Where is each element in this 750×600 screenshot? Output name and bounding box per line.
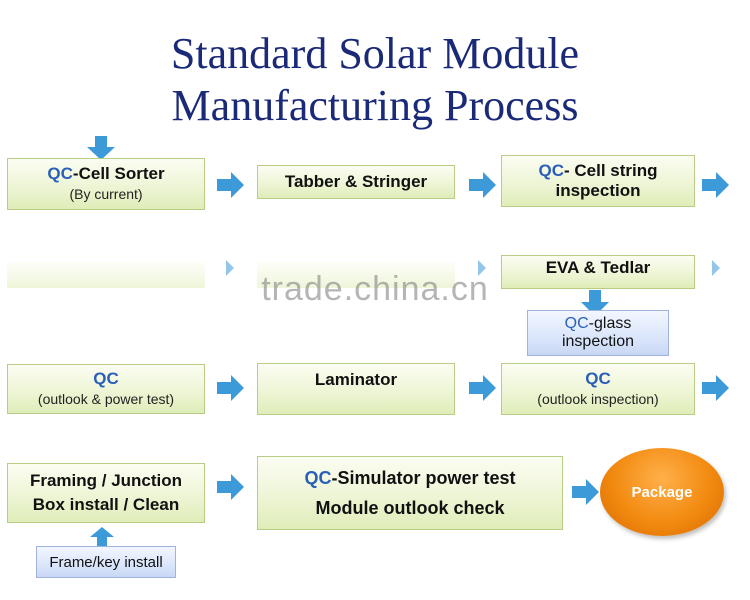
qc-label: QC: [304, 468, 332, 488]
diagram-title-line1: Standard Solar Module: [170, 29, 580, 78]
right-arrow-icon: [222, 258, 238, 278]
qc-label: QC: [93, 369, 119, 388]
right-arrow-icon: [474, 258, 490, 278]
framing-step: Framing / Junction Box install / Clean: [7, 463, 205, 523]
cell-sorter-step: QC-Cell Sorter (By current): [7, 158, 205, 210]
right-arrow-icon: [215, 373, 245, 403]
cell-string-label: QC- Cell string: [538, 161, 657, 181]
qc-power-subtitle: (outlook & power test): [37, 391, 175, 407]
package-label: Package: [631, 483, 693, 501]
cell-string-line2: inspection: [555, 181, 641, 200]
qc-outlook-inspection-step: QC (outlook inspection): [501, 363, 695, 415]
simulator-step: QC-Simulator power test Module outlook c…: [257, 456, 563, 530]
qc-power-test-step: QC (outlook & power test): [7, 364, 205, 414]
qc-label: QC: [538, 161, 564, 180]
right-arrow-icon: [708, 258, 724, 278]
qc-outlook-subtitle: (outlook inspection): [537, 391, 659, 407]
cell-sorter-title: -Cell Sorter: [72, 164, 165, 183]
glass-title: -glass: [588, 315, 632, 332]
right-arrow-icon: [215, 472, 245, 502]
simulator-title: -Simulator power test: [331, 468, 516, 488]
simulator-line2: Module outlook check: [315, 498, 505, 518]
framing-line2: Box install / Clean: [32, 495, 180, 514]
right-arrow-icon: [700, 373, 730, 403]
laminator-step: Laminator: [257, 363, 455, 415]
right-arrow-icon: [700, 170, 730, 200]
glass-label: QC-glass: [565, 315, 632, 333]
cell-string-inspection-step: QC- Cell string inspection: [501, 155, 695, 207]
simulator-label: QC-Simulator power test: [304, 463, 515, 493]
qc-label: QC: [47, 164, 73, 183]
package-step: Package: [600, 448, 724, 536]
watermark: trade.china.cn: [261, 270, 489, 308]
right-arrow-icon: [215, 170, 245, 200]
faded-step-left: [7, 262, 205, 288]
cell-sorter-subtitle: (By current): [69, 186, 143, 202]
right-arrow-icon: [467, 373, 497, 403]
diagram-title-line2: Manufacturing Process: [171, 81, 579, 130]
down-arrow-icon: [86, 136, 116, 160]
glass-inspection-step: QC-glass inspection: [527, 310, 669, 356]
qc-label: QC: [585, 369, 611, 388]
tabber-stringer-step: Tabber & Stringer: [257, 165, 455, 199]
tabber-stringer-label: Tabber & Stringer: [284, 172, 428, 191]
faded-step-middle: [257, 262, 455, 288]
eva-tedlar-step: EVA & Tedlar: [501, 255, 695, 289]
cell-string-title: - Cell string: [563, 161, 658, 180]
laminator-label: Laminator: [314, 370, 398, 389]
up-arrow-icon: [89, 527, 115, 547]
glass-line2: inspection: [561, 333, 635, 350]
right-arrow-icon: [467, 170, 497, 200]
qc-label: QC: [564, 315, 589, 332]
right-arrow-icon: [570, 477, 600, 507]
cell-sorter-label: QC-Cell Sorter: [47, 164, 164, 184]
frame-key-label: Frame/key install: [49, 553, 163, 571]
eva-tedlar-label: EVA & Tedlar: [545, 258, 651, 277]
down-arrow-icon: [580, 290, 610, 316]
framing-line1: Framing / Junction: [29, 471, 183, 490]
frame-key-install-step: Frame/key install: [36, 546, 176, 578]
